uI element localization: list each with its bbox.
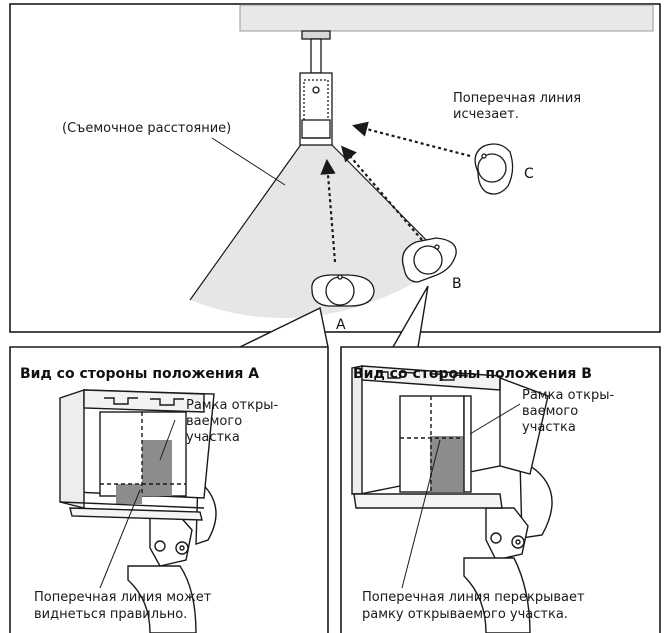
panel-a-frame-label-line1: Рамка откры- [186,398,279,413]
panel-b-caption-line1: Поперечная линия перекрывает [362,590,585,605]
line-disappears-line1: Поперечная линия [453,91,582,106]
callout-a-connector [239,306,329,348]
ceiling [239,4,654,32]
open-area-gray-b [430,436,464,492]
arrow-from-a [320,158,337,263]
shooting-area-fan [190,142,448,319]
distance-leader [211,137,286,186]
panel-b-caption-line2: рамку открываемого участка. [362,607,568,622]
marker-a: A [336,317,346,333]
camera-housing-b [351,365,549,509]
frame-leader-b [469,403,521,435]
callout-b-connector [392,285,429,348]
panel-a-caption-line2: виднеться правильно. [34,607,188,622]
panel-a-title: Вид со стороны положения A [20,366,260,382]
person-b-icon [401,237,457,283]
panel-a-frame-label-line2: ваемого [186,414,243,429]
open-area-gray-left [116,484,142,504]
camera-mount-b [463,507,531,633]
panel-b-frame-label-line1: Рамка откры- [522,388,615,403]
line-disappears-line2: исчезает. [453,107,519,122]
panel-b-frame-label-line2: ваемого [522,404,579,419]
camera-housing [59,389,215,521]
caption-leader-b [401,439,441,589]
arrow-from-c [352,121,471,158]
panel-a-caption-line1: Поперечная линия может [34,590,212,605]
panel-b [340,346,661,633]
person-a-icon [311,274,375,307]
marker-c: C [524,166,534,182]
distance-label: (Съемочное расстояние) [62,121,232,136]
camera-mount [127,511,197,633]
panel-b-title: Вид со стороны положения B [353,366,592,382]
caption-leader-a [99,489,141,589]
panel-b-frame-label-line3: участка [522,420,576,435]
person-c-icon [474,143,514,195]
camera-icon [299,30,333,146]
arrow-from-b [340,145,423,241]
open-area-gray-right [142,440,172,496]
fan-edge-left [189,142,303,301]
panel-a-frame-label-line3: участка [186,430,240,445]
frame-leader-a [159,419,176,461]
panel-a [9,346,329,633]
overview-frame [9,3,661,333]
marker-b: B [452,276,462,292]
